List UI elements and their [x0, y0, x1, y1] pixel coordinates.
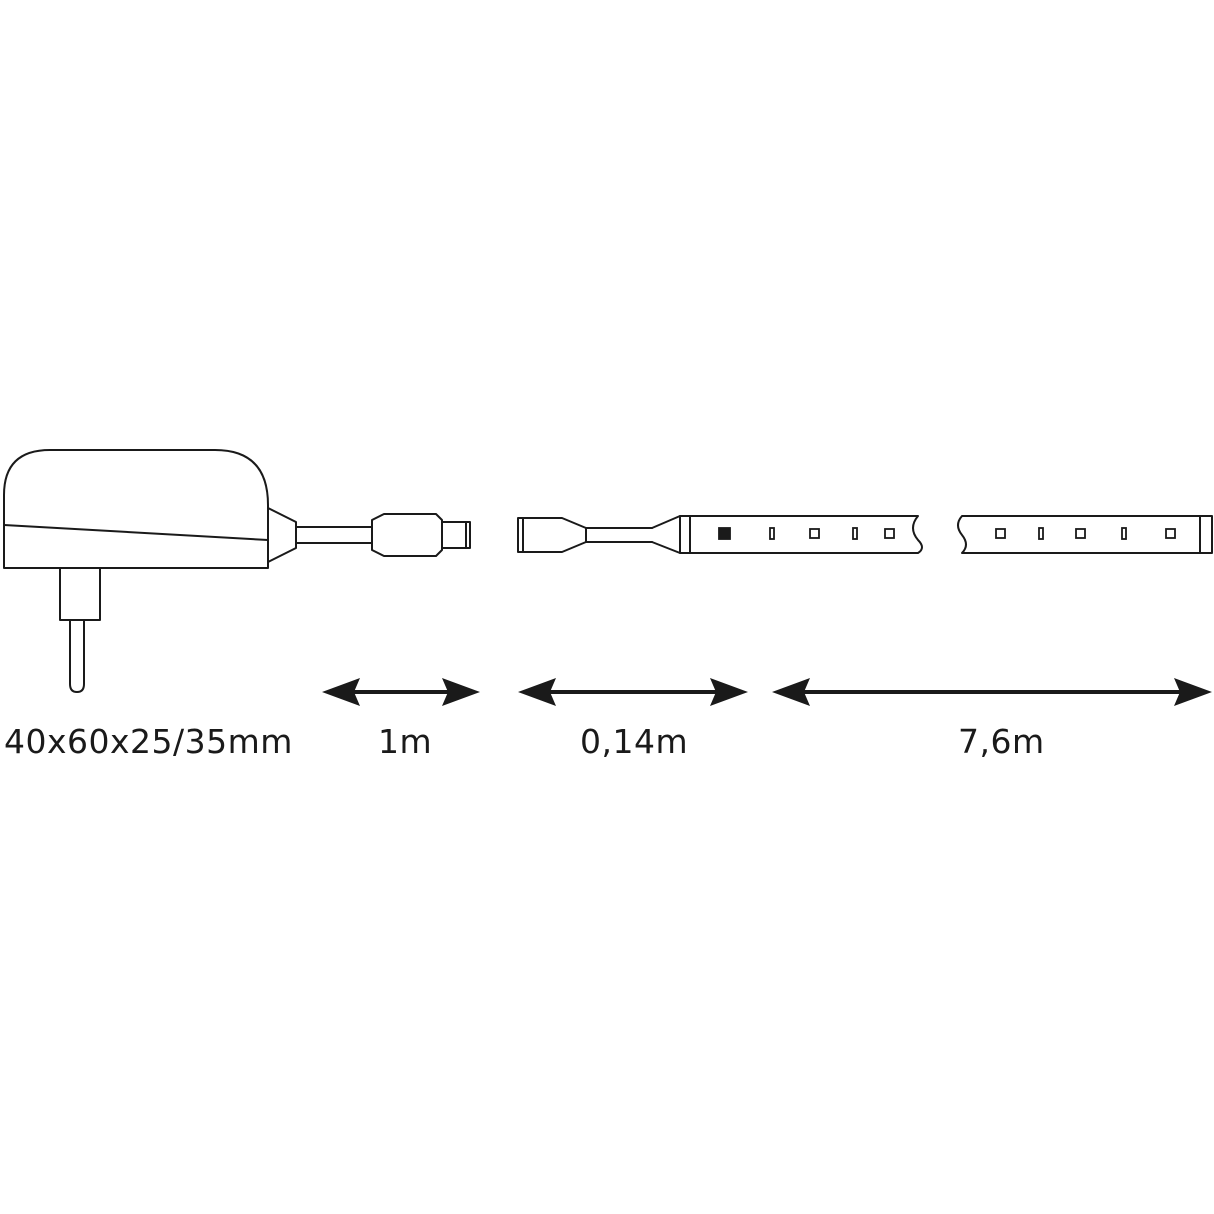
led-strip-segment-1 [689, 515, 923, 554]
lead-length-label: 0,14m [580, 722, 689, 761]
arrow-head-left-icon [518, 678, 556, 706]
led-chip-icon [884, 528, 895, 539]
led-chip-icon [852, 527, 858, 540]
adapter-cable-length-label: 1m [378, 722, 433, 761]
led-chip-icon [809, 528, 820, 539]
led-strip-segment-2 [957, 515, 1213, 554]
lead-cable-icon [585, 527, 653, 543]
led-chip-icon [1121, 527, 1127, 540]
led-chip-icon [769, 527, 775, 540]
arrow-head-right-icon [710, 678, 748, 706]
led-chip-icon [1038, 527, 1044, 540]
adapter-dimensions-label: 40x60x25/35mm [4, 722, 293, 761]
arrow-head-left-icon [322, 678, 360, 706]
arrow-head-right-icon [442, 678, 480, 706]
led-chip-icon [995, 528, 1006, 539]
strip-end-cap-icon [651, 515, 691, 554]
male-connector-icon [371, 513, 471, 557]
adapter-cable-icon [295, 526, 373, 544]
led-chip-icon [718, 527, 731, 540]
arrow-head-left-icon [772, 678, 810, 706]
strip-length-label: 7,6m [958, 722, 1045, 761]
led-chip-icon [1165, 528, 1176, 539]
female-connector-icon [517, 517, 587, 553]
power-adapter-icon [3, 449, 297, 693]
led-chip-icon [1075, 528, 1086, 539]
arrow-head-right-icon [1174, 678, 1212, 706]
